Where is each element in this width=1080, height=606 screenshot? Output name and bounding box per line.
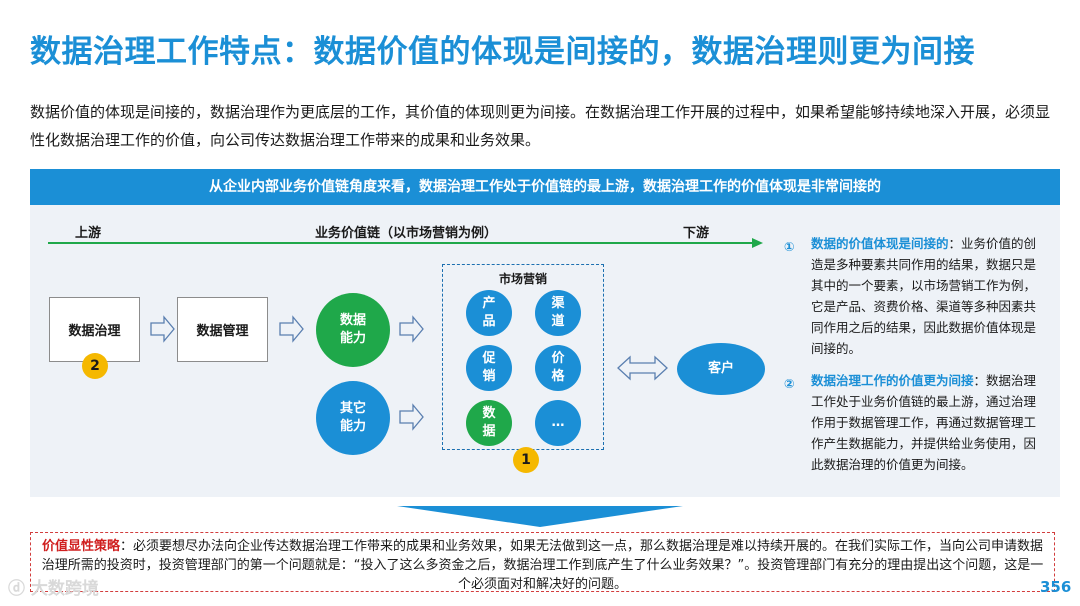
note-one: 数据的价值体现是间接的：业务价值的创造是多种要素共同作用的结果，数据只是其中的一… <box>811 233 1045 359</box>
arrow-other-capability-to-market <box>399 403 424 431</box>
note-one-heading: 数据的价值体现是间接的 <box>811 236 949 251</box>
note-one-body: ：业务价值的创造是多种要素共同作用的结果，数据只是其中的一个要素，以市场营销工作… <box>811 236 1037 356</box>
section-banner: 从企业内部业务价值链角度来看，数据治理工作处于价值链的最上游，数据治理工作的价值… <box>30 169 1060 205</box>
other-capability-circle: 其它 能力 <box>316 381 390 455</box>
page-number: 356 <box>1040 578 1072 596</box>
strategy-label: 价值显性策略 <box>41 539 120 554</box>
downstream-label: 下游 <box>683 226 710 241</box>
note-two-body: ：数据治理工作处于业务价值链的最上游，通过治理作用于数据管理工作，再通过数据管理… <box>811 373 1037 472</box>
arrow-market-customer-double <box>617 355 668 381</box>
down-arrow-to-strategy <box>397 506 683 527</box>
upstream-label: 上游 <box>75 226 102 241</box>
marketing-title: 市场营销 <box>498 272 547 286</box>
market-item-data: 数 据 <box>466 400 512 446</box>
page-title: 数据治理工作特点：数据价值的体现是间接的，数据治理则更为间接 <box>30 34 975 70</box>
badge-two: 2 <box>82 353 108 379</box>
market-item-product: 产 品 <box>466 290 512 336</box>
data-capability-circle: 数据 能力 <box>316 293 390 367</box>
note-two: 数据治理工作的价值更为间接：数据治理工作处于业务价值链的最上游，通过治理作用于数… <box>811 370 1045 475</box>
customer-ellipse: 客户 <box>677 343 765 395</box>
market-item-channel: 渠 道 <box>535 290 581 336</box>
watermark-icon: ⓓ <box>8 579 31 599</box>
data-management-box: 数据管理 <box>177 297 268 362</box>
note-two-heading: 数据治理工作的价值更为间接 <box>811 373 974 388</box>
value-chain-label: 业务价值链（以市场营销为例） <box>315 226 498 241</box>
arrow-governance-to-management <box>150 315 175 343</box>
market-item-price: 价 格 <box>535 345 581 391</box>
arrow-management-to-data-capability <box>279 315 304 343</box>
flow-arrows <box>150 315 668 431</box>
note-one-number: ① <box>784 239 795 254</box>
watermark-logo: ⓓ 大数跨境 <box>8 579 99 599</box>
market-item-promotion: 促 销 <box>466 345 512 391</box>
strategy-text: ：必须要想尽办法向企业传达数据治理工作带来的成果和业务效果，如果无法做到这一点，… <box>41 539 1044 592</box>
note-two-number: ② <box>784 376 795 391</box>
badge-one: 1 <box>513 447 539 473</box>
intro-paragraph: 数据价值的体现是间接的，数据治理作为更底层的工作，其价值的体现则更为间接。在数据… <box>30 103 1051 149</box>
strategy-box: 价值显性策略：必须要想尽办法向企业传达数据治理工作带来的成果和业务效果，如果无法… <box>30 532 1055 592</box>
arrow-data-capability-to-market <box>399 315 424 343</box>
value-chain-arrow <box>48 238 763 248</box>
market-item-more: … <box>535 400 581 446</box>
